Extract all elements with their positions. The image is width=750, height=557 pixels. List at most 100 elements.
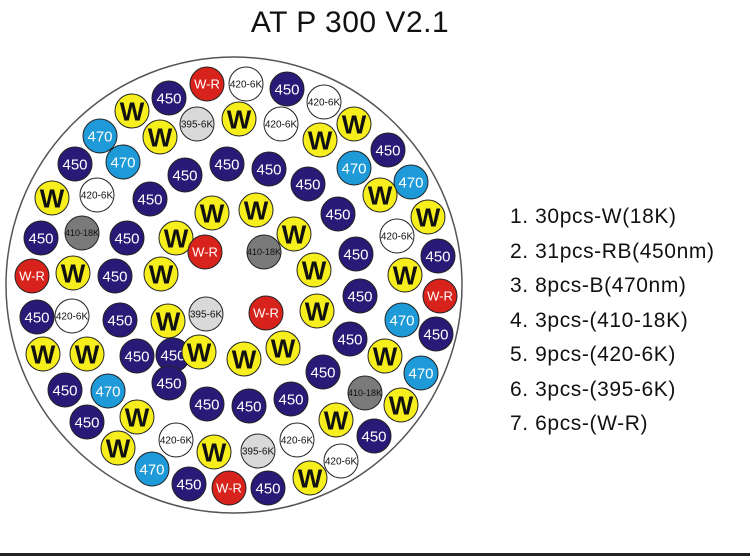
led-circle (119, 399, 155, 435)
led-w: W (265, 330, 301, 366)
led-circle (231, 388, 267, 424)
led-circle (54, 298, 90, 334)
led-circle (246, 234, 282, 270)
led-circle (338, 236, 374, 272)
led-circle (150, 303, 186, 339)
led-c420: 420-6K (379, 218, 415, 254)
led-w: W (387, 257, 423, 293)
led-rb: 450 (250, 470, 286, 506)
led-circle (196, 434, 232, 470)
led-circle (209, 146, 245, 182)
led-w: W (362, 177, 398, 213)
led-c420: 420-6K (79, 177, 115, 213)
led-c420: 420-6K (306, 84, 342, 120)
led-circle (347, 375, 383, 411)
led-w: W (221, 101, 257, 137)
led-rb: 450 (167, 157, 203, 193)
led-circle (273, 381, 309, 417)
led-circle (19, 299, 55, 335)
led-label: W (40, 183, 65, 213)
led-w: W (181, 334, 217, 370)
led-label: 450 (423, 326, 448, 343)
led-circle (323, 443, 359, 479)
led-circle (34, 180, 70, 216)
led-circle (251, 151, 287, 187)
led-label: 450 (114, 230, 139, 247)
led-w: W (194, 195, 230, 231)
led-label: W (393, 260, 418, 290)
led-rb: 450 (290, 166, 326, 202)
led-label: 410-18K (247, 247, 281, 257)
led-w: W (296, 252, 332, 288)
led-circle (387, 257, 423, 293)
led-circle (226, 341, 262, 377)
led-label: 450 (255, 480, 280, 497)
led-circle (179, 106, 215, 142)
led-c420: 420-6K (263, 106, 299, 142)
led-label: 450 (102, 268, 127, 285)
led-circle (14, 258, 50, 294)
led-label: 395-6K (190, 310, 223, 321)
led-label: W (282, 219, 307, 249)
led-label: 420-6K (56, 312, 89, 323)
led-label: 410-18K (65, 228, 99, 238)
led-b: 470 (403, 355, 439, 391)
led-rb: 450 (342, 278, 378, 314)
led-w: W (119, 399, 155, 435)
led-circle (64, 215, 100, 251)
led-c395: 395-6K (240, 433, 276, 469)
led-g410: 410-18K (246, 234, 282, 270)
led-label: W-R (427, 289, 453, 304)
led-label: W (61, 258, 86, 288)
led-circle (403, 355, 439, 391)
led-rb: 450 (418, 316, 454, 352)
led-label: 470 (341, 160, 366, 177)
led-label: W (120, 96, 145, 126)
led-label: 450 (256, 161, 281, 178)
led-label: 450 (337, 331, 362, 348)
led-label: 450 (343, 246, 368, 263)
led-rb: 450 (189, 386, 225, 422)
led-label: 470 (110, 154, 135, 171)
led-c395: 395-6K (179, 106, 215, 142)
led-b: 470 (82, 118, 118, 154)
led-rb: 450 (132, 181, 168, 217)
led-label: 450 (156, 90, 181, 107)
led-circle (69, 336, 105, 372)
led-circle (47, 372, 83, 408)
led-w: W (150, 303, 186, 339)
led-circle (305, 354, 341, 390)
led-label: 470 (408, 365, 433, 382)
led-b: 470 (384, 302, 420, 338)
led-label: 450 (214, 156, 239, 173)
led-label: 450 (274, 81, 299, 98)
led-label: 420-6K (281, 436, 314, 447)
led-w: W (114, 93, 150, 129)
led-circle (97, 258, 133, 294)
led-circle (57, 146, 93, 182)
led-rb: 450 (320, 196, 356, 232)
led-circle (188, 296, 224, 332)
led-circle (240, 433, 276, 469)
legend-item-420: 5. 9pcs-(420-6K) (510, 343, 677, 366)
led-label: 450 (375, 142, 400, 159)
led-wr: W-R (211, 470, 247, 506)
led-c420: 420-6K (54, 298, 90, 334)
led-rb: 450 (332, 321, 368, 357)
led-label: 450 (176, 476, 201, 493)
led-rb: 450 (420, 238, 456, 274)
led-c395: 395-6K (188, 296, 224, 332)
legend-item-410: 4. 3pcs-(410-18K) (510, 308, 689, 332)
led-label: 470 (87, 128, 112, 145)
led-label: W (368, 180, 393, 210)
led-label: 450 (194, 396, 219, 413)
led-wr: W-R (14, 258, 50, 294)
led-label: 470 (389, 312, 414, 329)
led-circle (370, 132, 406, 168)
led-w: W (336, 106, 372, 142)
led-w: W (196, 434, 232, 470)
led-circle (158, 220, 194, 256)
led-w: W (25, 336, 61, 372)
led-b: 470 (90, 373, 126, 409)
led-rb: 450 (356, 418, 392, 454)
